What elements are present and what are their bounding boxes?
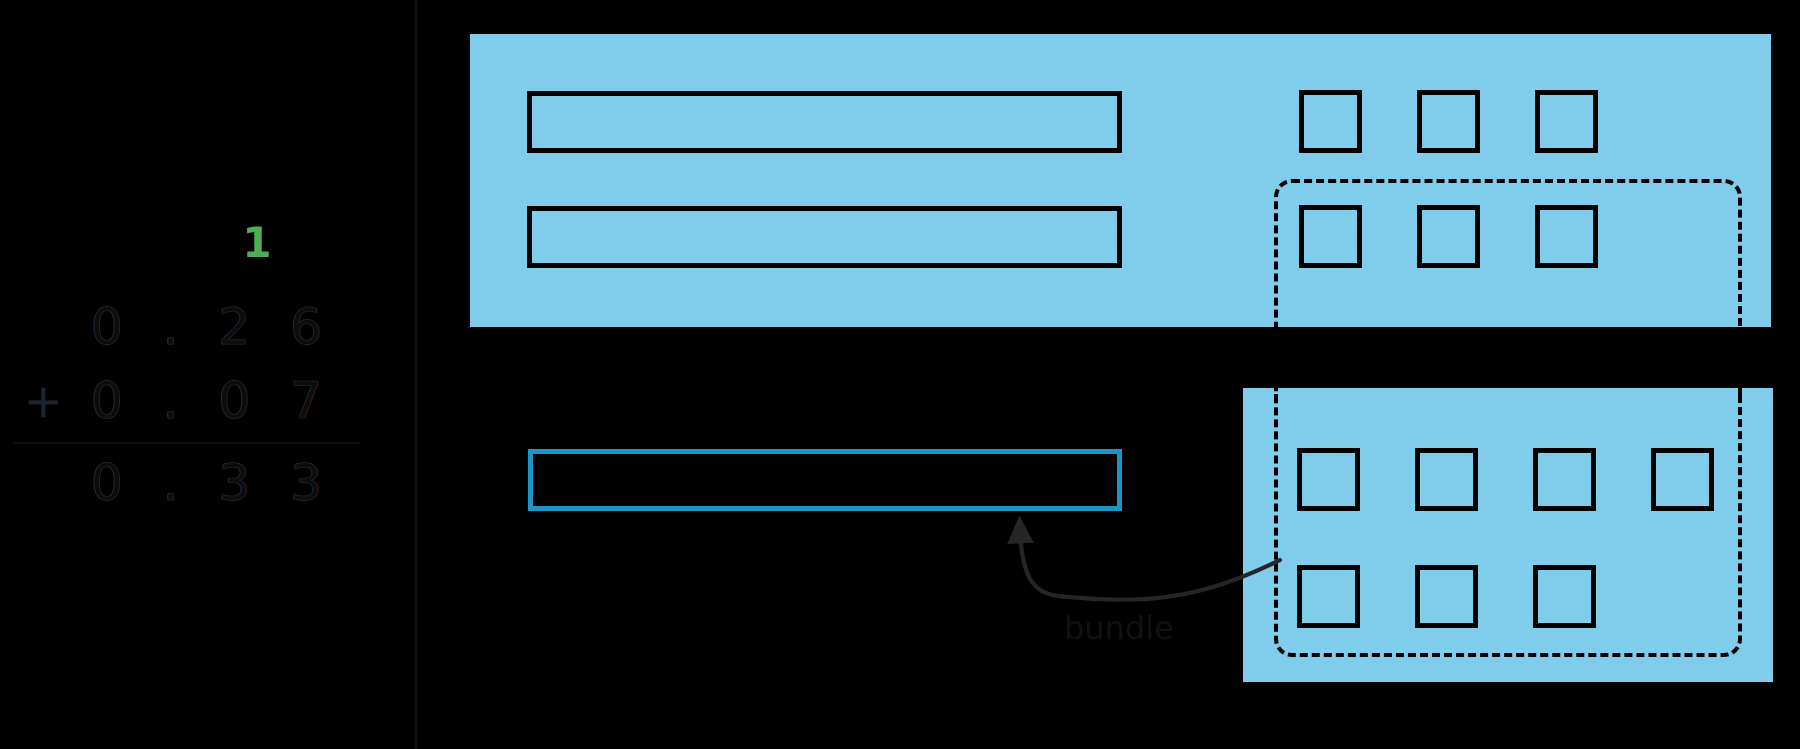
unit-square[interactable] [1297,448,1360,511]
bar-row-2[interactable] [527,206,1122,268]
unit-square[interactable] [1417,205,1480,268]
carry-digit: 1 [242,218,272,267]
unit-square[interactable] [1651,448,1714,511]
unit-square[interactable] [1297,565,1360,628]
unit-square[interactable] [1535,205,1598,268]
bundle-arrow [1007,515,1283,602]
unit-square[interactable] [1533,565,1596,628]
addend-2-digits: 0 . 0 7 [90,372,334,431]
unit-square[interactable] [1415,448,1478,511]
bundle-outline-connector-right [1738,328,1742,388]
unit-square[interactable] [1535,90,1598,153]
gutter-mask [1244,328,1784,388]
addend-row-1: 0 . 2 6 [0,296,360,358]
unit-square[interactable] [1415,565,1478,628]
addend-1-digits: 0 . 2 6 [90,298,334,357]
bundle-outline-upper [1274,179,1742,399]
bundle-outline-connector-left [1274,328,1278,388]
arithmetic-panel: 1 0 . 2 6 + 0 . 0 7 0 . 3 3 [0,0,415,749]
bar-row-1[interactable] [527,91,1122,153]
sum-rule-line [14,442,360,444]
unit-square[interactable] [1417,90,1480,153]
addend-row-2: + 0 . 0 7 [0,370,360,432]
sum-row: 0 . 3 3 [0,452,360,514]
vertical-divider [415,0,417,749]
bottom-panel[interactable] [1243,388,1773,682]
selected-bar[interactable] [528,449,1122,511]
bundle-outline-lower [1274,330,1742,657]
unit-square[interactable] [1533,448,1596,511]
unit-square[interactable] [1299,90,1362,153]
plus-operator: + [24,374,63,429]
bundle-label: bundle [1064,609,1174,647]
unit-square[interactable] [1299,205,1362,268]
sum-digits: 0 . 3 3 [90,454,334,513]
